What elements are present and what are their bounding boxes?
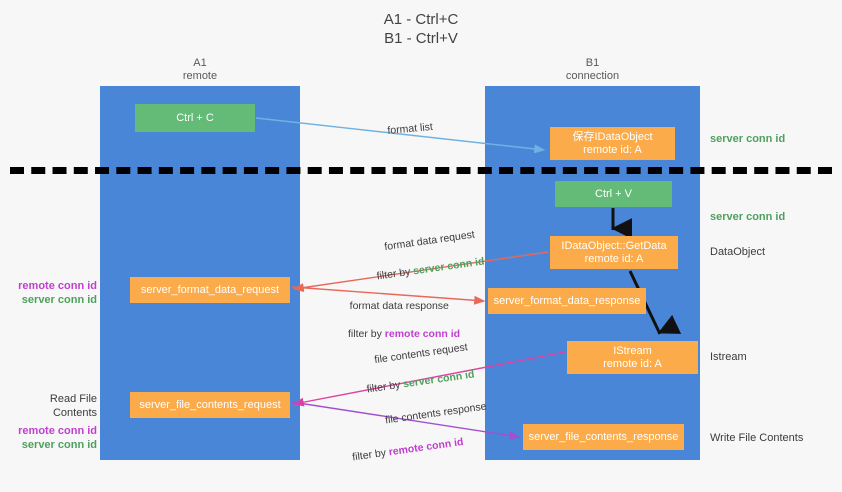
node-clipboard-idataobject[interactable]: 保存IDataObject remote id: A bbox=[550, 127, 675, 160]
node-idataobject-getdata[interactable]: IDataObject::GetData remote id: A bbox=[550, 236, 678, 269]
arrow-file-contents-response bbox=[291, 401, 521, 440]
annotation-dataobject: DataObject bbox=[710, 246, 766, 258]
annotation-server-conn-id-2: server conn id bbox=[21, 439, 97, 451]
node-server-file-contents-response[interactable]: server_file_contents_response bbox=[523, 424, 684, 450]
filter-prefix: filter by bbox=[351, 446, 390, 464]
filter-prefix: filter by bbox=[348, 328, 385, 340]
annotation-read-file-contents: Read File Contents bbox=[49, 393, 97, 419]
node-server-file-contents-request[interactable]: server_file_contents_request bbox=[130, 392, 290, 418]
annotation-istream: Istream bbox=[710, 351, 747, 363]
filter-prefix: filter by bbox=[365, 378, 405, 396]
arrow-format-data-request bbox=[292, 251, 549, 293]
node-server-format-data-response[interactable]: server_format_data_response bbox=[488, 288, 646, 314]
node-server-format-data-request[interactable]: server_format_data_request bbox=[130, 277, 290, 303]
diagram-title: A1 - Ctrl+C B1 - Ctrl+V bbox=[383, 11, 459, 47]
node-ctrl-v[interactable]: Ctrl + V bbox=[555, 181, 672, 207]
edge-label-format-list: format list bbox=[374, 106, 435, 153]
edge-label-file-contents-response-filter: filter by remote conn id bbox=[351, 431, 491, 464]
edge-label-file-contents-response-text: file contents response bbox=[384, 400, 488, 427]
arrow-format-data-response bbox=[291, 286, 486, 305]
edge-label-format-data-response-text: format data response bbox=[349, 300, 449, 312]
annotation-remote-conn-id-2: remote conn id bbox=[18, 425, 97, 437]
filter-value-remote-conn-id: remote conn id bbox=[384, 328, 461, 340]
edge-label-format-data-request-text: format data request bbox=[383, 228, 476, 254]
phase-divider bbox=[10, 167, 832, 174]
annotation-server-conn-id-1: server conn id bbox=[21, 294, 97, 306]
filter-prefix: filter by bbox=[375, 265, 415, 283]
node-ctrl-c[interactable]: Ctrl + C bbox=[135, 104, 255, 132]
edge-label-format-data-request-filter: filter by server conn id bbox=[376, 254, 485, 283]
annotation-remote-conn-id-1: remote conn id bbox=[18, 280, 97, 292]
arrow-file-contents-request bbox=[292, 351, 566, 407]
annotation-server-conn-id-mid: server conn id bbox=[710, 211, 786, 223]
lane-header-b1: B1 connection bbox=[565, 57, 620, 82]
annotation-left-read-file: Read File Contents remote conn id server… bbox=[5, 392, 97, 452]
edge-label-format-data-response-filter: filter by remote conn id bbox=[338, 327, 460, 341]
filter-value-server-conn-id: server conn id bbox=[412, 255, 486, 278]
filter-value-remote-conn-id: remote conn id bbox=[387, 435, 465, 459]
edge-label-file-contents-request-text: file contents request bbox=[373, 341, 469, 367]
annotation-server-conn-id-top: server conn id bbox=[710, 133, 786, 145]
edge-label-format-list-text: format list bbox=[386, 120, 434, 137]
edge-label-format-data-response: format data response filter by remote co… bbox=[338, 285, 460, 369]
annotation-left-conn-ids: remote conn id server conn id bbox=[5, 279, 97, 307]
filter-value-server-conn-id: server conn id bbox=[402, 368, 476, 391]
lane-header-a1: A1 remote bbox=[182, 57, 218, 82]
node-istream[interactable]: IStream remote id: A bbox=[567, 341, 698, 374]
arrow-format-list bbox=[255, 117, 546, 154]
annotation-write-file-contents: Write File Contents bbox=[710, 432, 804, 444]
